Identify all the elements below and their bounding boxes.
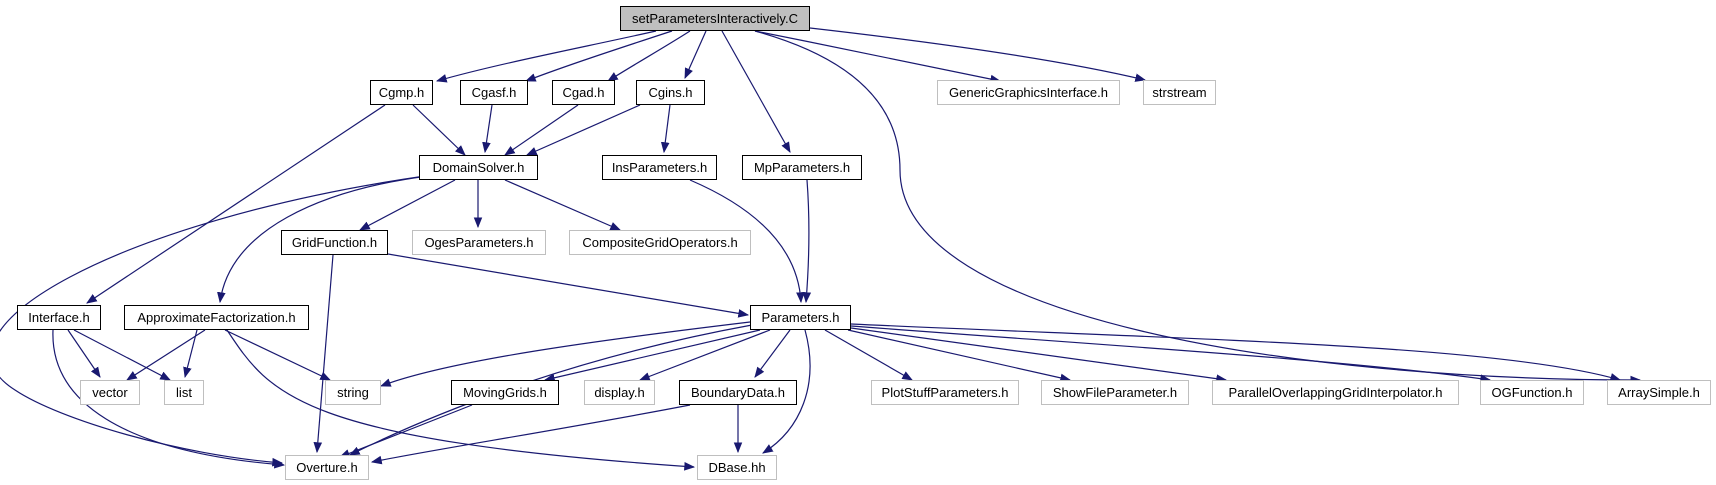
edge-root-ggi <box>754 30 1002 84</box>
edge-interface-list <box>73 329 171 381</box>
edge-moving-overture <box>338 404 473 458</box>
node-list[interactable]: list <box>164 380 204 405</box>
node-cgmp[interactable]: Cgmp.h <box>370 80 433 105</box>
node-domainsolver[interactable]: DomainSolver.h <box>419 155 538 180</box>
node-approxfact[interactable]: ApproximateFactorization.h <box>124 305 309 330</box>
node-arraysimple[interactable]: ArraySimple.h <box>1607 380 1711 405</box>
node-insparams[interactable]: InsParameters.h <box>602 155 717 180</box>
node-cgasf[interactable]: Cgasf.h <box>460 80 528 105</box>
edge-root-mpparams <box>721 30 791 153</box>
edge-interface-overture <box>52 329 286 469</box>
edge-root-strstream <box>809 27 1147 82</box>
node-ogesparams[interactable]: OgesParameters.h <box>412 230 546 255</box>
edge-cgins-insparams <box>660 104 671 154</box>
edge-ds-gf <box>359 179 456 231</box>
node-display[interactable]: display.h <box>584 380 655 405</box>
edge-param-string <box>379 321 751 387</box>
edge-cgmp-ds <box>412 104 466 156</box>
edge-gf-overture <box>313 254 334 454</box>
edge-root-arraysimple <box>754 30 1642 385</box>
edge-approx-vector <box>126 329 206 381</box>
node-gridfunction[interactable]: GridFunction.h <box>281 230 388 255</box>
edge-gf-param <box>387 253 750 318</box>
edge-cgad-ds <box>504 104 579 156</box>
edge-param-display <box>638 329 771 381</box>
edge-param-moving <box>543 329 761 383</box>
node-pogi[interactable]: ParallelOverlappingGridInterpolator.h <box>1212 380 1459 405</box>
edge-param-arraysimple <box>850 323 1622 382</box>
edge-interface-vector <box>67 329 101 378</box>
edge-cgasf-ds <box>482 104 493 154</box>
node-plotstuff[interactable]: PlotStuffParameters.h <box>871 380 1019 405</box>
edge-root-cgmp <box>435 30 657 83</box>
edge-param-boundary <box>754 329 791 378</box>
node-cgo[interactable]: CompositeGridOperators.h <box>569 230 751 255</box>
edge-root-cgad <box>607 30 691 82</box>
edge-param-dbase <box>762 329 811 454</box>
edge-approx-dbase <box>226 329 696 471</box>
edge-param-showfile <box>847 329 1072 383</box>
edge-param-pogi <box>850 327 1228 383</box>
edge-ds-cgo <box>504 179 621 231</box>
edge-boundary-overture <box>370 404 691 465</box>
edge-root-cgins <box>684 30 707 79</box>
node-overture[interactable]: Overture.h <box>285 455 369 480</box>
node-interface[interactable]: Interface.h <box>17 305 101 330</box>
node-parameters[interactable]: Parameters.h <box>750 305 851 330</box>
edge-mpparams-param <box>802 179 812 304</box>
node-vector[interactable]: vector <box>80 380 140 405</box>
node-mpparams[interactable]: MpParameters.h <box>742 155 862 180</box>
edge-approx-string <box>224 329 331 381</box>
edge-insparams-param <box>689 179 805 304</box>
node-movinggrids[interactable]: MovingGrids.h <box>451 380 559 405</box>
node-root[interactable]: setParametersInteractively.C <box>620 6 810 31</box>
node-cgins[interactable]: Cgins.h <box>636 80 705 105</box>
node-dbase[interactable]: DBase.hh <box>697 455 777 480</box>
edge-param-ogfunction <box>850 325 1492 383</box>
node-string[interactable]: string <box>325 380 381 405</box>
edge-approx-list <box>183 329 198 379</box>
node-showfile[interactable]: ShowFileParameter.h <box>1041 380 1189 405</box>
edge-param-plotstuff <box>824 329 913 381</box>
edge-cgmp-interface <box>86 104 386 304</box>
edge-cgins-ds <box>526 104 641 156</box>
node-strstream[interactable]: strstream <box>1143 80 1216 105</box>
edge-ds-approx <box>217 175 429 304</box>
edge-root-cgasf <box>524 30 673 82</box>
node-ogfunction[interactable]: OGFunction.h <box>1480 380 1584 405</box>
node-cgad[interactable]: Cgad.h <box>552 80 615 105</box>
node-boundarydata[interactable]: BoundaryData.h <box>679 380 797 405</box>
node-ggi[interactable]: GenericGraphicsInterface.h <box>937 80 1120 105</box>
